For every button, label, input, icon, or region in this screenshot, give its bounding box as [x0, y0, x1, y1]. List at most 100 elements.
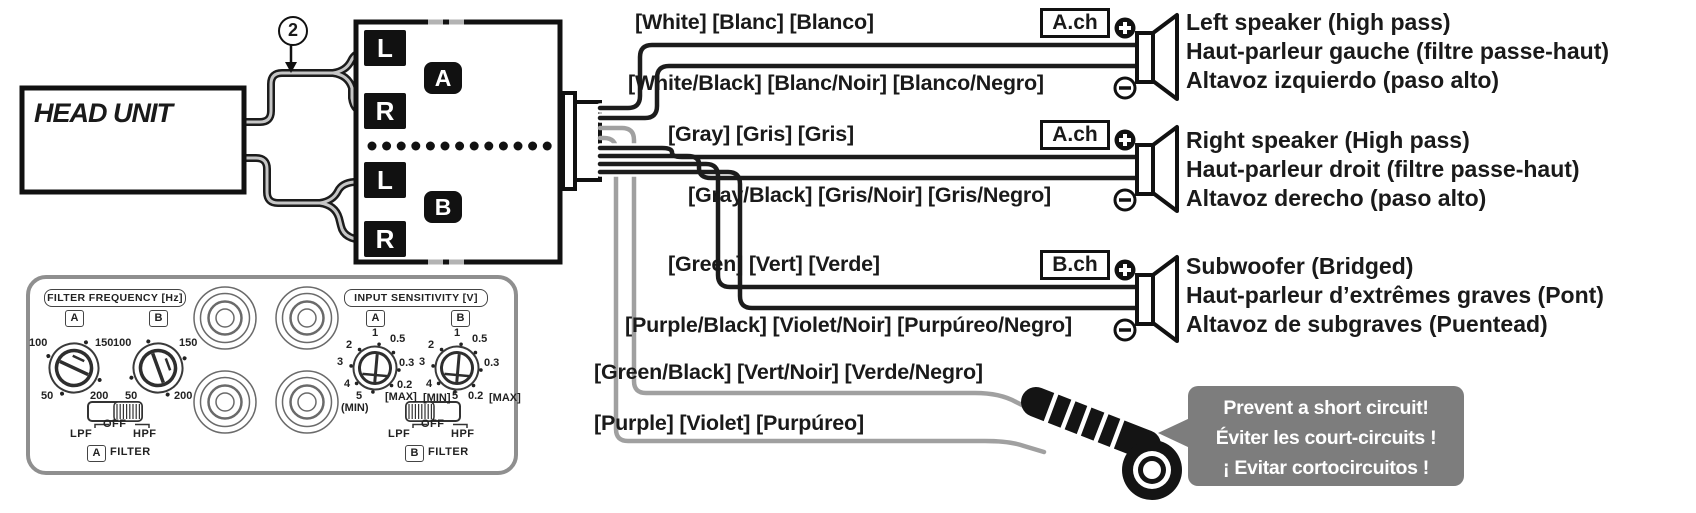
knob-tick: 4 [344, 378, 351, 390]
knob-tick: 200 [174, 390, 193, 402]
terminal-r2: R [375, 224, 395, 254]
knob-tick: 0.5 [472, 333, 488, 345]
wire-label-green: [Green] [Vert] [Verde] [668, 252, 880, 276]
knob-tick: 150 [179, 337, 198, 349]
knob-tick: [MIN] [423, 392, 451, 404]
right-speaker-icon [1135, 125, 1179, 213]
knob-tick: 100 [29, 337, 48, 349]
speaker-line: Right speaker (High pass) [1186, 127, 1470, 153]
plus-icons [1114, 17, 1136, 281]
wire-label-green-black: [Green/Black] [Vert/Noir] [Verde/Negro] [594, 360, 983, 384]
plus-icon [1114, 129, 1136, 151]
terminal-l1: L [377, 33, 393, 63]
knob-tick: 100 [113, 337, 132, 349]
left-speaker-icon [1135, 13, 1179, 101]
knob-tick: 5 [452, 390, 459, 402]
knob-tick: 2 [428, 339, 435, 351]
minus-icons [1113, 76, 1137, 342]
filter-b-letter: B [149, 310, 168, 327]
channel-b-badge [424, 191, 462, 223]
knob-tick: 5 [356, 390, 363, 402]
channel-a-badge [424, 62, 462, 94]
wire-green [597, 161, 1140, 290]
speaker-wires [595, 40, 1142, 313]
head-unit-label: HEAD UNIT [34, 98, 173, 128]
amp-connector-box [353, 19, 563, 265]
speaker-line: Subwoofer (Bridged) [1186, 253, 1414, 279]
off-label: OFF [421, 418, 445, 430]
wire-green-black [597, 125, 1045, 418]
callout-arrow [285, 45, 297, 73]
subwoofer-icon [1135, 255, 1179, 343]
wire-label-white-black: [White/Black] [Blanc/Noir] [Blanco/Negro… [628, 71, 1044, 95]
wire-white [597, 42, 1140, 111]
channel-box-ach: A.ch [1040, 8, 1110, 38]
channel-b-badge-label: B [434, 194, 452, 220]
minus-icon [1113, 76, 1137, 100]
rca-cable-pair [241, 48, 372, 244]
speaker-line: Altavoz izquierdo (paso alto) [1186, 67, 1500, 93]
knob-tick: 1 [454, 327, 461, 339]
wire-label-purple: [Purple] [Violet] [Purpúreo] [594, 411, 864, 435]
gray-wires [597, 125, 1047, 455]
minus-icon [1113, 318, 1137, 342]
lpf-label: LPF [388, 428, 411, 440]
knob-tick: 0.3 [484, 357, 500, 369]
wire-label-purple-black: [Purple/Black] [Violet/Noir] [Purpúreo/N… [625, 313, 1072, 337]
lpf-label: LPF [70, 428, 93, 440]
knob-tick: [MAX] [385, 391, 417, 403]
knob-tick: 0.2 [468, 390, 484, 402]
plus-icon [1114, 17, 1136, 39]
left-speaker-description: Left speaker (high pass) Haut-parleur ga… [1186, 8, 1609, 95]
wire-purple [597, 135, 1047, 455]
speaker-line: Haut-parleur d’extrêmes graves (Pont) [1186, 282, 1604, 308]
knob-tick: 3 [337, 356, 344, 368]
knob-tick: 2 [346, 339, 353, 351]
filter-b-switch [405, 401, 468, 428]
wire-label-white: [White] [Blanc] [Blanco] [635, 10, 874, 34]
head-unit-box [19, 85, 247, 195]
sensitivity-b-letter: B [451, 310, 470, 327]
sensitivity-a-letter: A [366, 310, 385, 327]
speaker-line: Left speaker (high pass) [1186, 9, 1451, 35]
input-sensitivity-title: INPUT SENSITIVITY [V] [344, 289, 488, 307]
filter-a-switch [87, 401, 150, 428]
terminal-r1: R [375, 96, 395, 126]
speaker-line: Haut-parleur gauche (filtre passe-haut) [1186, 38, 1610, 64]
filter-b-letter: B [405, 445, 424, 462]
wire-label-gray: [Gray] [Gris] [Gris] [668, 122, 854, 146]
off-label: OFF [103, 418, 127, 430]
knob-tick: 0.3 [399, 357, 415, 369]
channel-box-bch: B.ch [1040, 250, 1110, 280]
knob-tick: 150 [95, 337, 114, 349]
channel-box-ach: A.ch [1040, 120, 1110, 150]
speaker-line: Altavoz de subgraves (Puentead) [1186, 311, 1548, 337]
knob-tick: 200 [90, 390, 109, 402]
knob-tick: 0.5 [390, 333, 406, 345]
wire-label-gray-black: [Gray/Black] [Gris/Noir] [Gris/Negro] [688, 183, 1051, 207]
knob-tick: 4 [426, 378, 433, 390]
speaker-line: Altavoz derecho (paso alto) [1186, 185, 1487, 211]
terminal-l2: L [377, 165, 393, 195]
wire-white-black [597, 63, 1140, 121]
minus-icon [1113, 188, 1137, 212]
filter-a-letter: A [87, 445, 106, 462]
channel-a-badge-label: A [434, 65, 452, 91]
speaker-wire-plug [561, 91, 602, 191]
dotted-separator [367, 141, 552, 151]
knob-tick: 0.2 [397, 379, 413, 391]
input-terminals [364, 30, 462, 257]
filter-frequency-title: FILTER FREQUENCY [Hz] [44, 289, 186, 307]
warning-bubble [1158, 386, 1464, 486]
warning-line: Éviter les court-circuits ! [1215, 427, 1437, 449]
filter-label: FILTER [428, 446, 469, 458]
callout-number: 2 [278, 16, 308, 46]
knob-tick: 50 [125, 390, 138, 402]
knob-tick: [MAX] [489, 392, 521, 404]
wire-purple-black [597, 169, 1140, 311]
knob-tick: 1 [372, 327, 379, 339]
box-continuation-dashes [428, 19, 464, 265]
plus-icon [1114, 259, 1136, 281]
speaker-line: Haut-parleur droit (filtre passe-haut) [1186, 156, 1580, 182]
